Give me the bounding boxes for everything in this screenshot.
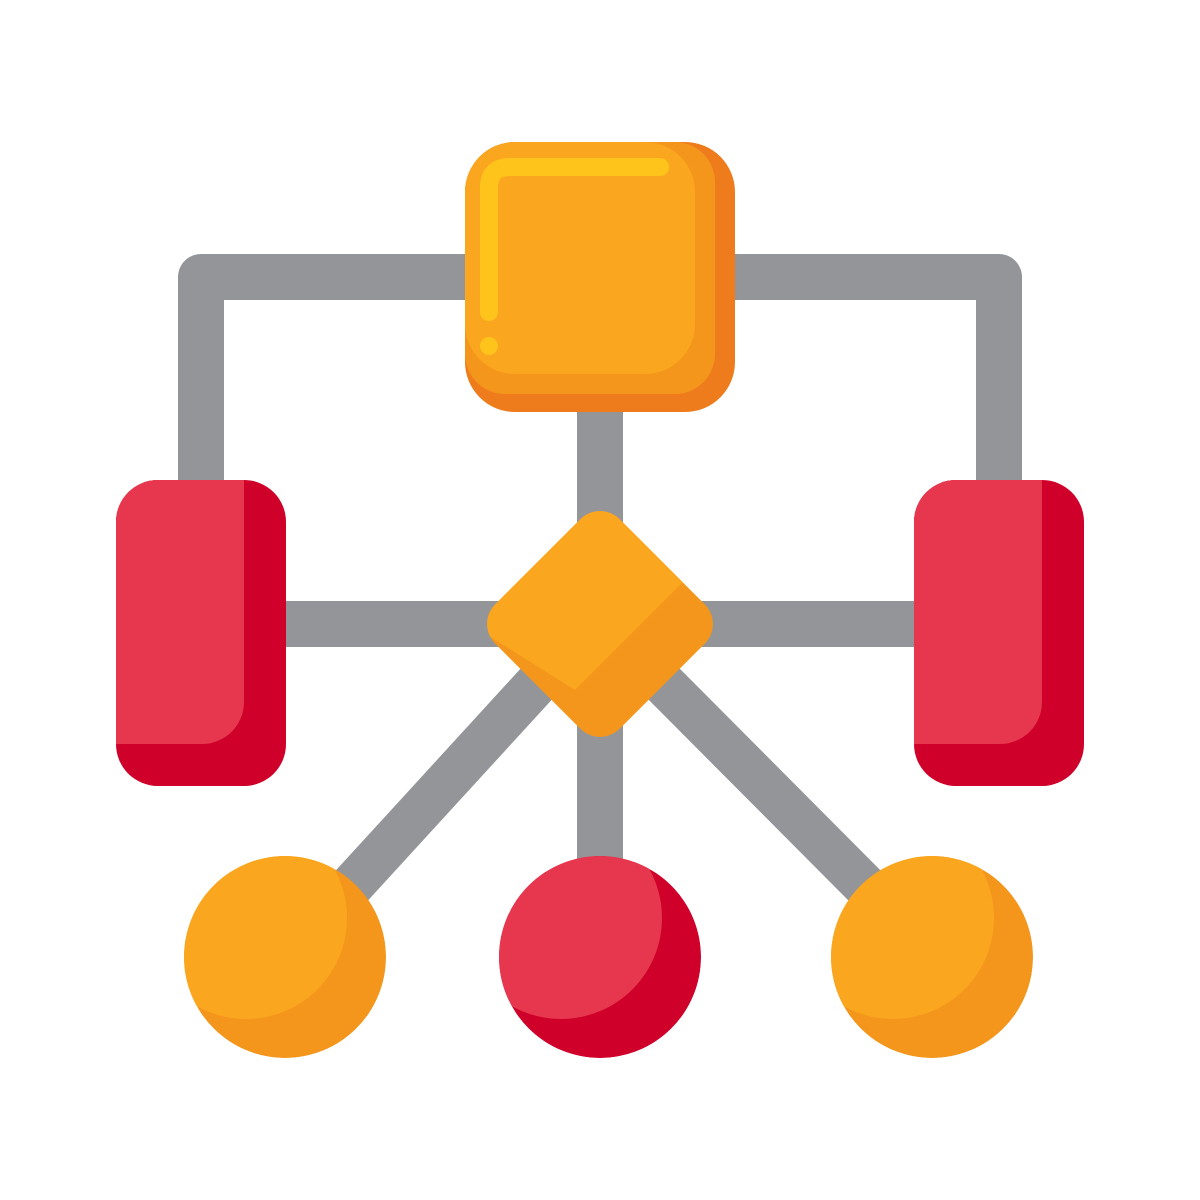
- connector-top-right: [702, 254, 1022, 518]
- top-square-node: [465, 142, 735, 412]
- connector-diamond-bottom-right: [644, 664, 888, 909]
- top-square-highlight-dot: [480, 337, 498, 355]
- right-rect-node: [914, 480, 1084, 786]
- top-square-highlight: [480, 158, 669, 321]
- connector-diamond-bottom-left: [328, 665, 557, 908]
- left-rect-node: [116, 480, 286, 786]
- bottom-left-circle-node: [184, 856, 386, 1058]
- connector-top-left: [178, 254, 498, 518]
